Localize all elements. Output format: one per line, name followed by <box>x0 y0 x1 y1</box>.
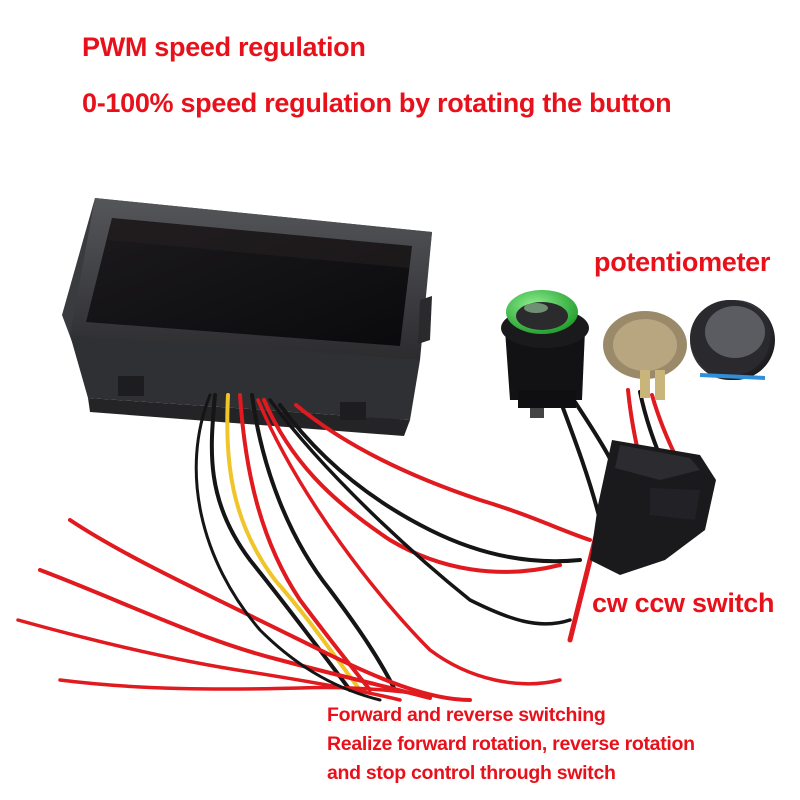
potentiometer-knob <box>603 300 775 400</box>
potentiometer-label: potentiometer <box>594 247 771 277</box>
description-line-1: Forward and reverse switching <box>327 704 606 726</box>
display-module <box>62 198 432 436</box>
wire-bundle <box>16 388 682 702</box>
green-push-button <box>501 290 589 418</box>
headline-caption: PWM speed regulation <box>82 32 366 62</box>
cw-ccw-switch <box>590 440 716 575</box>
clip-right <box>340 402 366 420</box>
subheadline-caption: 0-100% speed regulation by rotating the … <box>82 88 672 118</box>
switch-label: cw ccw switch <box>592 588 775 618</box>
description-line-2: Realize forward rotation, reverse rotati… <box>327 733 695 755</box>
clip-left <box>118 376 144 396</box>
description-line-3: and stop control through switch <box>327 762 616 784</box>
